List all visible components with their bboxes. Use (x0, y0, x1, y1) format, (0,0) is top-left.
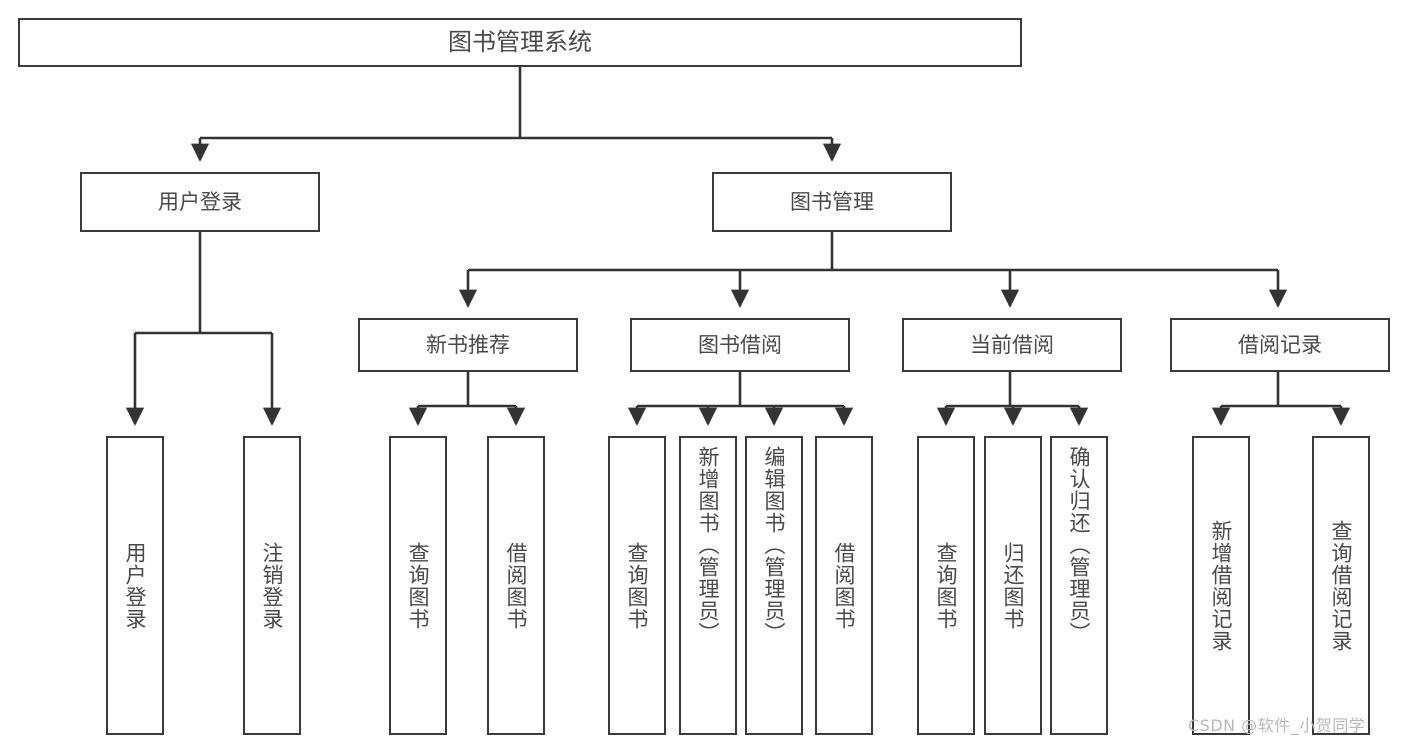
leaf-user-login-signout-label: 注销登录 (260, 541, 285, 630)
node-new-book-recommend-label: 新书推荐 (426, 332, 510, 357)
leaf-current-borrow-query-label: 查询图书 (934, 541, 959, 630)
leaf-borrow-record-query-label: 查询借阅记录 (1329, 519, 1354, 652)
leaf-book-borrow-borrow[interactable]: 借阅图书 (815, 436, 873, 735)
node-new-book-recommend[interactable]: 新书推荐 (358, 318, 578, 372)
node-book-management[interactable]: 图书管理 (712, 172, 952, 232)
leaf-book-borrow-query-label: 查询图书 (625, 541, 650, 630)
node-root[interactable]: 图书管理系统 (18, 18, 1022, 67)
node-book-borrow-label: 图书借阅 (698, 332, 782, 357)
node-current-borrow[interactable]: 当前借阅 (902, 318, 1122, 372)
node-user-login[interactable]: 用户登录 (80, 172, 320, 232)
node-user-login-label: 用户登录 (158, 189, 242, 214)
leaf-current-borrow-confirm[interactable]: 确认归还（管理员） (1050, 436, 1108, 735)
leaf-book-borrow-add-label: 新增图书（管理员） (696, 446, 721, 644)
leaf-borrow-record-add[interactable]: 新增借阅记录 (1192, 436, 1250, 735)
leaf-user-login-signout[interactable]: 注销登录 (243, 436, 301, 735)
leaf-new-book-borrow[interactable]: 借阅图书 (487, 436, 545, 735)
leaf-new-book-borrow-label: 借阅图书 (504, 541, 529, 630)
leaf-user-login-signin[interactable]: 用户登录 (106, 436, 164, 735)
node-book-management-label: 图书管理 (790, 189, 874, 214)
leaf-new-book-query-label: 查询图书 (406, 541, 431, 630)
node-root-label: 图书管理系统 (448, 28, 592, 57)
leaf-book-borrow-edit-label: 编辑图书（管理员） (762, 446, 787, 644)
leaf-new-book-query[interactable]: 查询图书 (389, 436, 447, 735)
leaf-user-login-signin-label: 用户登录 (123, 541, 148, 630)
leaf-borrow-record-add-label: 新增借阅记录 (1209, 519, 1234, 652)
leaf-book-borrow-add[interactable]: 新增图书（管理员） (679, 436, 737, 735)
leaf-borrow-record-query[interactable]: 查询借阅记录 (1312, 436, 1370, 735)
leaf-current-borrow-return[interactable]: 归还图书 (984, 436, 1042, 735)
leaf-book-borrow-edit[interactable]: 编辑图书（管理员） (745, 436, 803, 735)
leaf-current-borrow-return-label: 归还图书 (1001, 541, 1026, 630)
node-book-borrow[interactable]: 图书借阅 (630, 318, 850, 372)
leaf-book-borrow-query[interactable]: 查询图书 (608, 436, 666, 735)
leaf-current-borrow-query[interactable]: 查询图书 (917, 436, 975, 735)
leaf-current-borrow-confirm-label: 确认归还（管理员） (1067, 446, 1092, 644)
node-borrow-record-label: 借阅记录 (1238, 332, 1322, 357)
leaf-book-borrow-borrow-label: 借阅图书 (832, 541, 857, 630)
node-borrow-record[interactable]: 借阅记录 (1170, 318, 1390, 372)
node-current-borrow-label: 当前借阅 (970, 332, 1054, 357)
